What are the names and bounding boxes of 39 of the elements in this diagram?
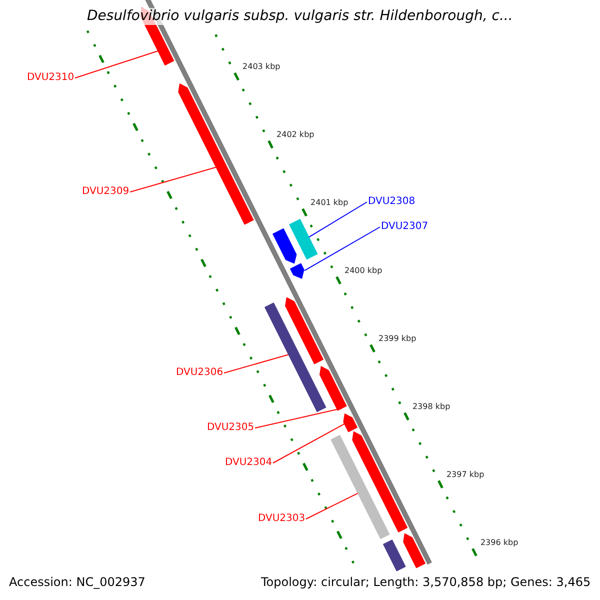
leader-line [272,423,345,464]
scale-label: 2398 kbp [412,402,450,412]
leader-line [308,202,368,238]
gene-bar [319,366,347,411]
leader-line [304,226,380,272]
gene-label: DVU2307 [381,221,428,233]
scale-label: 2396 kbp [480,538,518,548]
scale-label: 2403 kbp [242,62,280,72]
gene-bar [290,263,304,279]
gene-label: DVU2309 [82,186,130,198]
gene-bar [382,540,406,572]
gene-label: DVU2303 [258,513,306,525]
scale-label: 2397 kbp [446,470,484,480]
leader-line [224,354,289,374]
leader-line [130,166,216,192]
gene-bar [264,302,326,412]
scale-label: 2401 kbp [310,198,348,208]
gene-bar [272,228,297,264]
info-text: Accession: NC_002937 [9,575,146,590]
gene-label: DVU2305 [207,422,254,434]
gene-bar [285,297,324,364]
gene-label: DVU2308 [368,196,416,208]
gene-label: DVU2304 [225,457,272,469]
scale-label: 2400 kbp [344,266,382,276]
leader-line [306,492,358,520]
gene-bar [178,83,254,225]
gene-bar [330,434,390,540]
info-text: Topology: circular; Length: 3,570,858 bp; Genes: 3,465 [261,575,591,590]
title: Desulfovibrio vulgaris subsp. vulgaris str. Hildenborough, c... [87,8,513,25]
gene-bar [289,218,318,260]
gene-label: DVU2306 [176,367,224,379]
scale-label: 2402 kbp [276,130,314,140]
gene-bar [343,413,358,432]
gene-label: DVU2310 [27,72,74,84]
leader-line [74,50,158,78]
scale-label: 2399 kbp [378,334,416,344]
gene-bar [352,431,408,532]
leader-line [254,408,343,428]
gene-bar [403,533,426,568]
